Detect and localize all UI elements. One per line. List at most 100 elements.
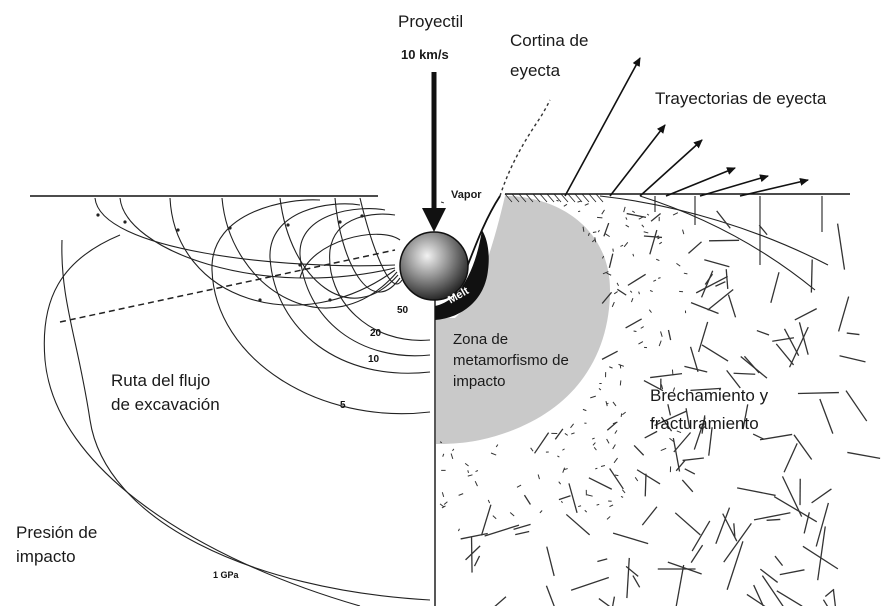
breccia-fragment xyxy=(594,237,597,243)
breccia-fragment xyxy=(563,203,568,207)
fracture-line xyxy=(700,270,714,298)
trajectory-arrow xyxy=(639,139,703,197)
breccia-fragment xyxy=(682,229,685,235)
breccia-fragment xyxy=(516,484,522,488)
breccia-fragment xyxy=(509,512,515,517)
fracture-line xyxy=(726,369,741,389)
dashed-line xyxy=(59,249,396,323)
fracture-line xyxy=(554,428,564,440)
breccia-fragment xyxy=(597,229,600,233)
trajectory-arrow xyxy=(739,177,809,197)
breccia-fragment xyxy=(593,446,597,451)
fracture-line xyxy=(772,337,795,342)
fracture-line xyxy=(682,457,704,462)
fracture-line xyxy=(597,558,608,563)
fracture-line xyxy=(674,512,701,536)
breccia-fragment xyxy=(612,248,614,252)
breccia-fragment xyxy=(464,463,469,467)
fracture-line xyxy=(636,469,661,485)
fracture-line xyxy=(775,343,795,366)
ejecta-curtain-label-1: Cortina de xyxy=(510,31,589,50)
breccia-fragment xyxy=(614,430,618,434)
fracture-line xyxy=(770,272,780,303)
fracture-line xyxy=(612,596,616,606)
breccia-fragment xyxy=(492,515,497,520)
breccia-fragment xyxy=(564,433,569,436)
fracture-line xyxy=(616,288,627,296)
melt-layer xyxy=(435,230,489,320)
displacement-lines xyxy=(599,195,829,291)
breccia-fragment xyxy=(601,209,605,215)
fracture-line xyxy=(601,291,613,304)
breccia-fragment xyxy=(571,432,575,435)
ejecta-trajectories xyxy=(564,57,809,197)
breccia-fragment xyxy=(619,380,622,386)
breccia-fragment xyxy=(600,465,606,468)
fracture-line xyxy=(746,593,766,606)
contour-label-20: 20 xyxy=(370,328,382,339)
breccia-fragment xyxy=(630,297,634,303)
fracture-line xyxy=(608,253,614,268)
breccia-fragment xyxy=(632,210,636,214)
fracture-line xyxy=(644,473,647,497)
fracture-line xyxy=(684,365,708,373)
breccia-fragment xyxy=(439,441,443,444)
fracture-line xyxy=(654,410,687,427)
fracture-line xyxy=(733,523,736,537)
breccia-fragment xyxy=(595,467,598,470)
projectile-label: Proyectil xyxy=(398,12,464,31)
trajectory-arrow xyxy=(699,174,769,197)
fracture-line xyxy=(644,430,658,439)
breccia-fragment xyxy=(660,447,667,451)
breccia-fragment xyxy=(490,452,497,456)
breccia-fragment xyxy=(653,279,657,282)
fracture-line xyxy=(643,235,663,239)
breccia-fragment xyxy=(672,387,676,392)
fracture-line xyxy=(546,546,555,577)
ejecta-curtain xyxy=(499,99,551,197)
fracture-line xyxy=(756,329,770,336)
fracture-line xyxy=(601,350,618,360)
projectile-arrow xyxy=(422,72,446,232)
breccia-fragment xyxy=(656,258,660,262)
breccia-fragment xyxy=(611,301,615,308)
breccia-fragment xyxy=(557,455,560,458)
breccia-fragment xyxy=(591,239,596,243)
breccia-fragment xyxy=(614,474,619,477)
fracture-line xyxy=(839,355,866,363)
fracture-line xyxy=(743,355,760,374)
breccia-fragment xyxy=(563,468,568,471)
excavation-flow-paths xyxy=(94,197,403,309)
flow-arrow-ticks xyxy=(96,213,364,302)
metamorphism-zone xyxy=(436,196,610,444)
fracture-line xyxy=(545,585,555,606)
breccia-fragment xyxy=(638,341,644,345)
trajectory-arrow xyxy=(609,124,666,197)
fracture-line xyxy=(822,599,829,606)
breccia-fragment xyxy=(634,477,639,482)
fracture-line xyxy=(612,532,649,545)
breccia-fragment xyxy=(562,467,566,473)
fracture-line xyxy=(641,506,658,526)
fracture-line xyxy=(643,379,664,392)
fracture-line xyxy=(626,212,647,219)
breccia-fragment xyxy=(646,213,650,216)
fracture-line xyxy=(681,479,694,493)
breccia-fragment xyxy=(443,501,448,505)
fracture-line xyxy=(779,569,805,576)
breccia-fragment xyxy=(467,474,473,477)
breccia-fragment xyxy=(458,493,464,496)
metamorphism-label-1: Zona de xyxy=(453,331,509,348)
fracture-line xyxy=(815,502,830,547)
fracture-line xyxy=(523,494,531,505)
fracture-line xyxy=(691,520,711,552)
fracture-line xyxy=(798,322,809,355)
fracture-line xyxy=(845,390,868,422)
breccia-fragment xyxy=(602,271,609,275)
fracture-line xyxy=(708,427,713,456)
fracture-line xyxy=(588,477,613,490)
fracture-line xyxy=(627,273,646,286)
breccia-fracture-pattern xyxy=(439,199,881,606)
breccia-fragment xyxy=(596,503,600,506)
